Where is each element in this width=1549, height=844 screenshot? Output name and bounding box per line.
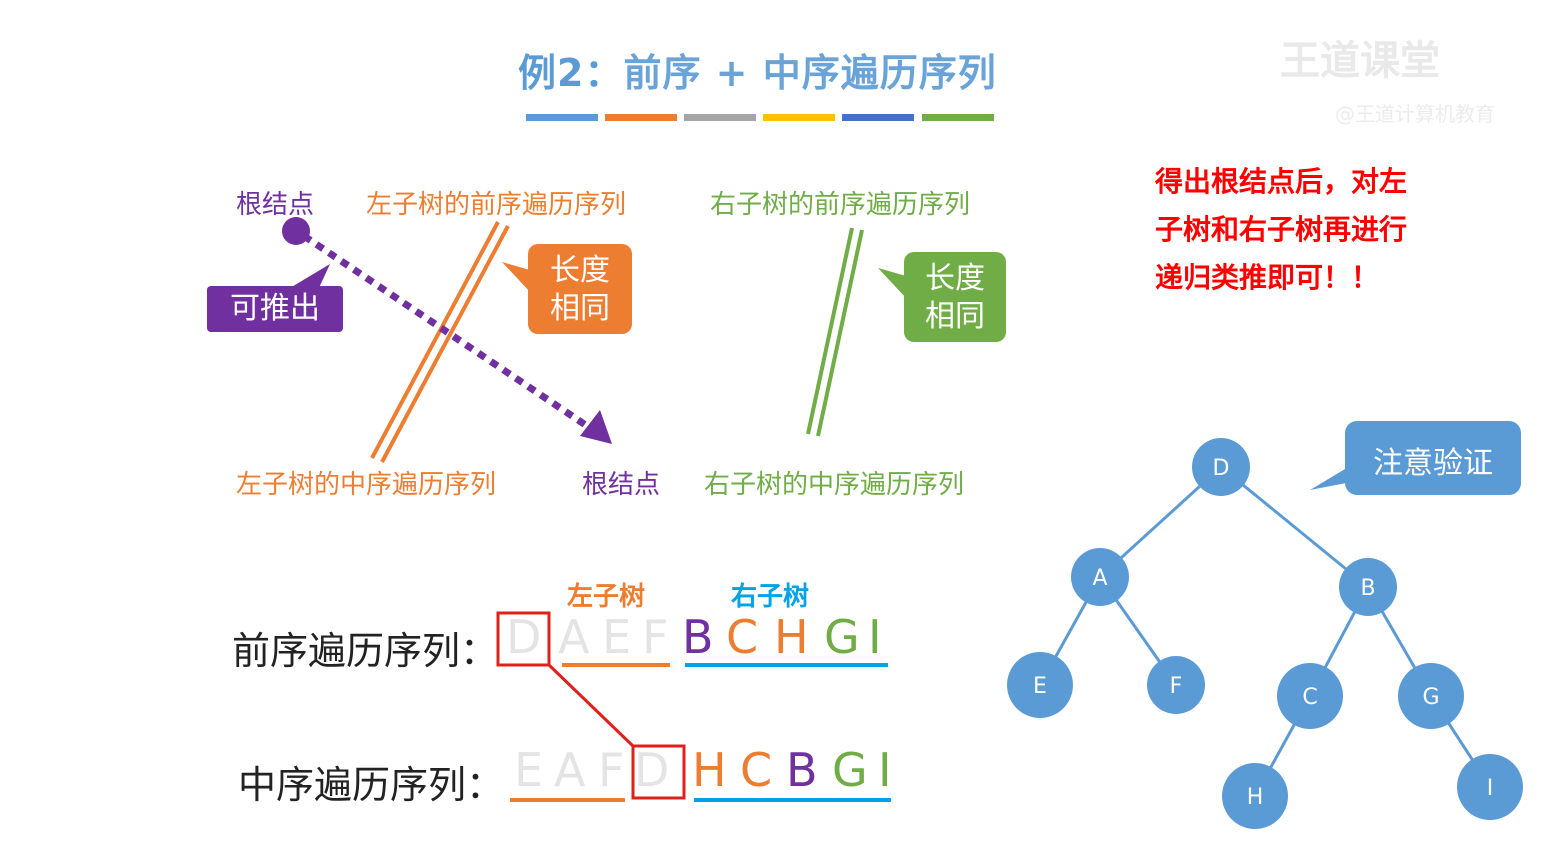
left-length-callout-line2: 相同	[550, 291, 610, 326]
verify-callout-box	[1345, 421, 1521, 495]
verify-callout-text: 注意验证	[1373, 446, 1493, 481]
inorder-item: E	[514, 743, 544, 797]
preorder-item: I	[868, 610, 882, 664]
svg-text:F: F	[1170, 674, 1183, 699]
title-prefix: 例2：	[518, 51, 624, 95]
page-title: 例2：前序 + 中序遍历序列	[518, 42, 997, 97]
left-inorder-label: 左子树的中序遍历序列	[236, 470, 497, 500]
left-preorder-label: 左子树的前序遍历序列	[366, 190, 627, 220]
tree-node-h: H	[1222, 763, 1288, 829]
watermark-sub: @王道计算机教育	[1335, 102, 1495, 126]
right-length-callout-line1: 长度	[925, 261, 985, 296]
preorder-label: 前序遍历序列：	[232, 629, 499, 673]
verify-callout-tail	[1310, 460, 1372, 490]
left-length-line-1	[380, 225, 510, 463]
inorder-item: D	[634, 743, 670, 797]
deduce-callout-box	[207, 286, 343, 332]
title-stripe-blue	[526, 114, 598, 121]
tree-node-d: D	[1192, 438, 1250, 496]
tree-node-e: E	[1007, 652, 1073, 718]
inorder-item: F	[598, 743, 625, 797]
title-stripe-green	[922, 114, 994, 121]
tree-node-f: F	[1147, 656, 1205, 714]
preorder-item: C	[726, 610, 759, 664]
left-length-callout-box	[528, 244, 632, 334]
watermark-brand: 王道课堂	[1280, 38, 1440, 84]
right-subtree-label: 右子树	[731, 582, 810, 612]
preorder-item: D	[506, 610, 542, 664]
right-length-callout-tail	[878, 268, 906, 298]
root-link-line	[547, 663, 635, 748]
right-length-callout-line2: 相同	[925, 299, 985, 334]
svg-text:A: A	[1092, 566, 1107, 591]
inorder-label: 中序遍历序列：	[238, 763, 505, 807]
inorder-item: G	[832, 743, 868, 797]
deduce-arrow-line	[302, 233, 592, 431]
preorder-item: H	[774, 610, 809, 664]
svg-text:B: B	[1360, 576, 1375, 601]
right-preorder-label: 右子树的前序遍历序列	[710, 190, 971, 220]
left-length-callout-line1: 长度	[550, 253, 610, 288]
preorder-item: B	[682, 610, 714, 664]
inorder-root-highlight	[631, 744, 686, 800]
preorder-item: F	[642, 610, 669, 664]
deduce-callout-tail	[290, 264, 330, 290]
tree-node-a: A	[1071, 548, 1129, 606]
svg-text:G: G	[1422, 685, 1439, 710]
left-subtree-label: 左子树	[567, 582, 646, 612]
inorder-item: I	[878, 743, 892, 797]
svg-text:D: D	[1213, 456, 1230, 481]
preorder-item: G	[824, 610, 860, 664]
svg-text:C: C	[1302, 685, 1317, 710]
recursion-note: 得出根结点后，对左 子树和右子树再进行 递归类推即可！！	[1155, 158, 1407, 302]
tree-node-b: B	[1339, 558, 1397, 616]
preorder-item: A	[558, 610, 590, 664]
title-main: 前序 + 中序遍历序列	[623, 51, 997, 95]
preorder-item: E	[602, 610, 632, 664]
tree-node-c: C	[1277, 663, 1343, 729]
tree-edges	[1038, 465, 1492, 797]
note-line-3: 递归类推即可！！	[1155, 261, 1380, 294]
title-stripe-orange	[605, 114, 677, 121]
deduce-callout-text: 可推出	[230, 291, 320, 326]
svg-text:H: H	[1247, 785, 1264, 810]
preorder-root-highlight	[496, 611, 551, 667]
right-length-line-2	[806, 227, 854, 435]
note-line-1: 得出根结点后，对左	[1155, 165, 1408, 198]
title-stripe-yellow	[763, 114, 835, 121]
inorder-item: A	[554, 743, 586, 797]
inorder-item: C	[740, 743, 773, 797]
root-label-top: 根结点	[236, 190, 315, 220]
right-length-line-1	[816, 229, 864, 437]
right-length-callout-box	[904, 252, 1006, 342]
tree-node-g: G	[1398, 663, 1464, 729]
left-length-line-2	[370, 221, 500, 459]
inorder-item: H	[692, 743, 727, 797]
svg-text:I: I	[1487, 776, 1494, 801]
tree-node-i: I	[1457, 754, 1523, 820]
inorder-item: B	[786, 743, 818, 797]
svg-text:E: E	[1033, 674, 1047, 699]
right-inorder-label: 右子树的中序遍历序列	[704, 470, 965, 500]
note-line-2: 子树和右子树再进行	[1155, 213, 1408, 246]
deduce-arrow-head	[580, 410, 612, 444]
title-stripe-darkblue	[842, 114, 914, 121]
title-stripe-gray	[684, 114, 756, 121]
root-label-bottom: 根结点	[582, 470, 661, 500]
left-length-callout-tail	[502, 262, 530, 292]
